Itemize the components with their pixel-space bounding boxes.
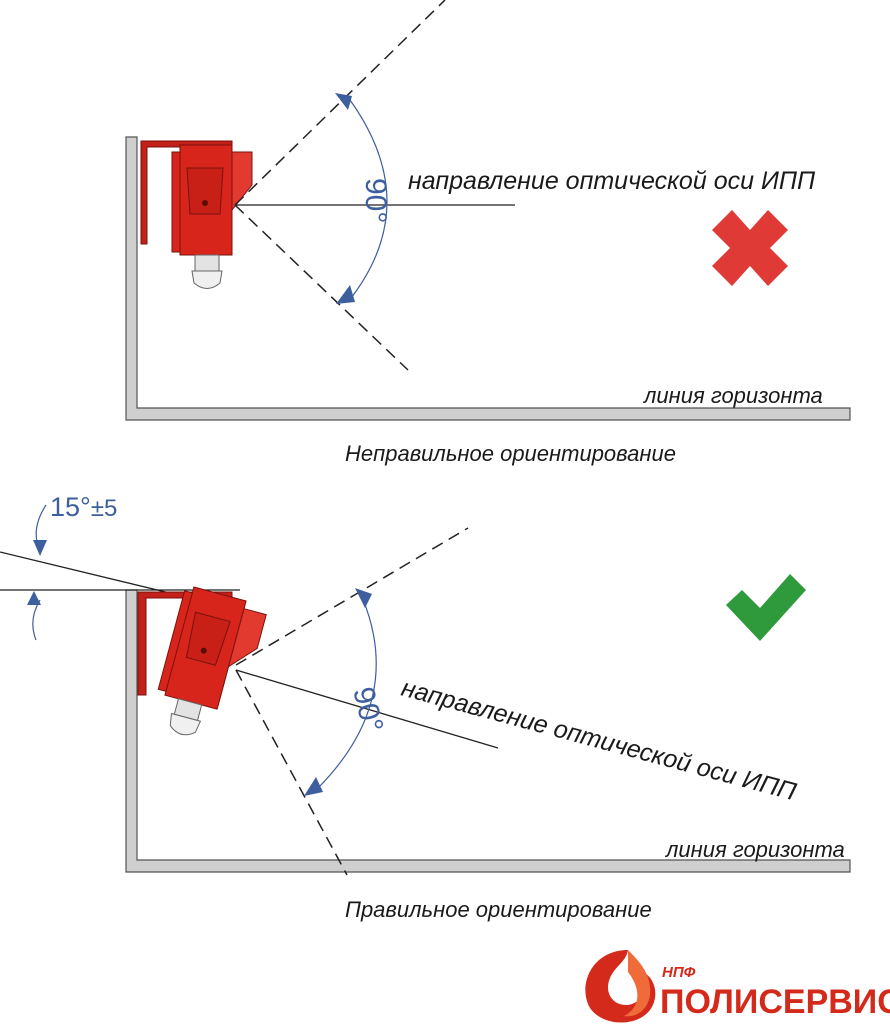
company-logo: НПФ ПОЛИСЕРВИС xyxy=(585,950,890,1023)
bottom-bracket xyxy=(137,591,233,696)
top-cone-lower xyxy=(234,204,409,371)
top-cone-upper xyxy=(234,0,446,206)
bottom-tilt-arc xyxy=(32,504,47,641)
top-angle-arrow-down xyxy=(336,285,355,304)
bottom-tilt-arrow-down xyxy=(33,540,47,556)
top-angle-arrow-up xyxy=(335,93,352,110)
bottom-cone-upper xyxy=(235,527,469,666)
top-caption: Неправильное ориентирование xyxy=(345,441,676,466)
bottom-caption: Правильное ориентирование xyxy=(345,897,652,922)
logo-name: ПОЛИСЕРВИС xyxy=(660,983,890,1021)
bottom-panel: 15°±5 90° направление оптической оси ИПП… xyxy=(0,492,851,922)
check-icon xyxy=(726,574,806,641)
bottom-angle-label: 90° xyxy=(346,684,389,736)
bottom-horizon-label: линия горизонта xyxy=(664,837,845,862)
top-wall xyxy=(125,136,851,421)
cross-icon xyxy=(712,210,788,286)
bottom-angle-arrow-up xyxy=(355,588,372,608)
bottom-detector xyxy=(157,586,267,736)
bottom-cone-lower xyxy=(235,669,348,876)
bottom-axis-label: направление оптической оси ИПП xyxy=(398,674,799,807)
bottom-tilt-label: 15°±5 xyxy=(50,492,117,522)
top-horizon-label: линия горизонта xyxy=(642,383,823,408)
bottom-angle-arc xyxy=(317,596,377,789)
top-angle-label: 90° xyxy=(359,178,392,223)
top-panel: 90° направление оптической оси ИПП линия… xyxy=(125,0,851,466)
bottom-angle-arrow-down xyxy=(304,777,323,796)
logo-prefix: НПФ xyxy=(662,964,696,981)
top-axis-label: направление оптической оси ИПП xyxy=(408,167,816,195)
bottom-tilt-arrow-up xyxy=(27,591,41,605)
bottom-axis-line xyxy=(235,669,499,749)
top-detector xyxy=(140,140,253,289)
top-angle-arc xyxy=(347,99,388,303)
